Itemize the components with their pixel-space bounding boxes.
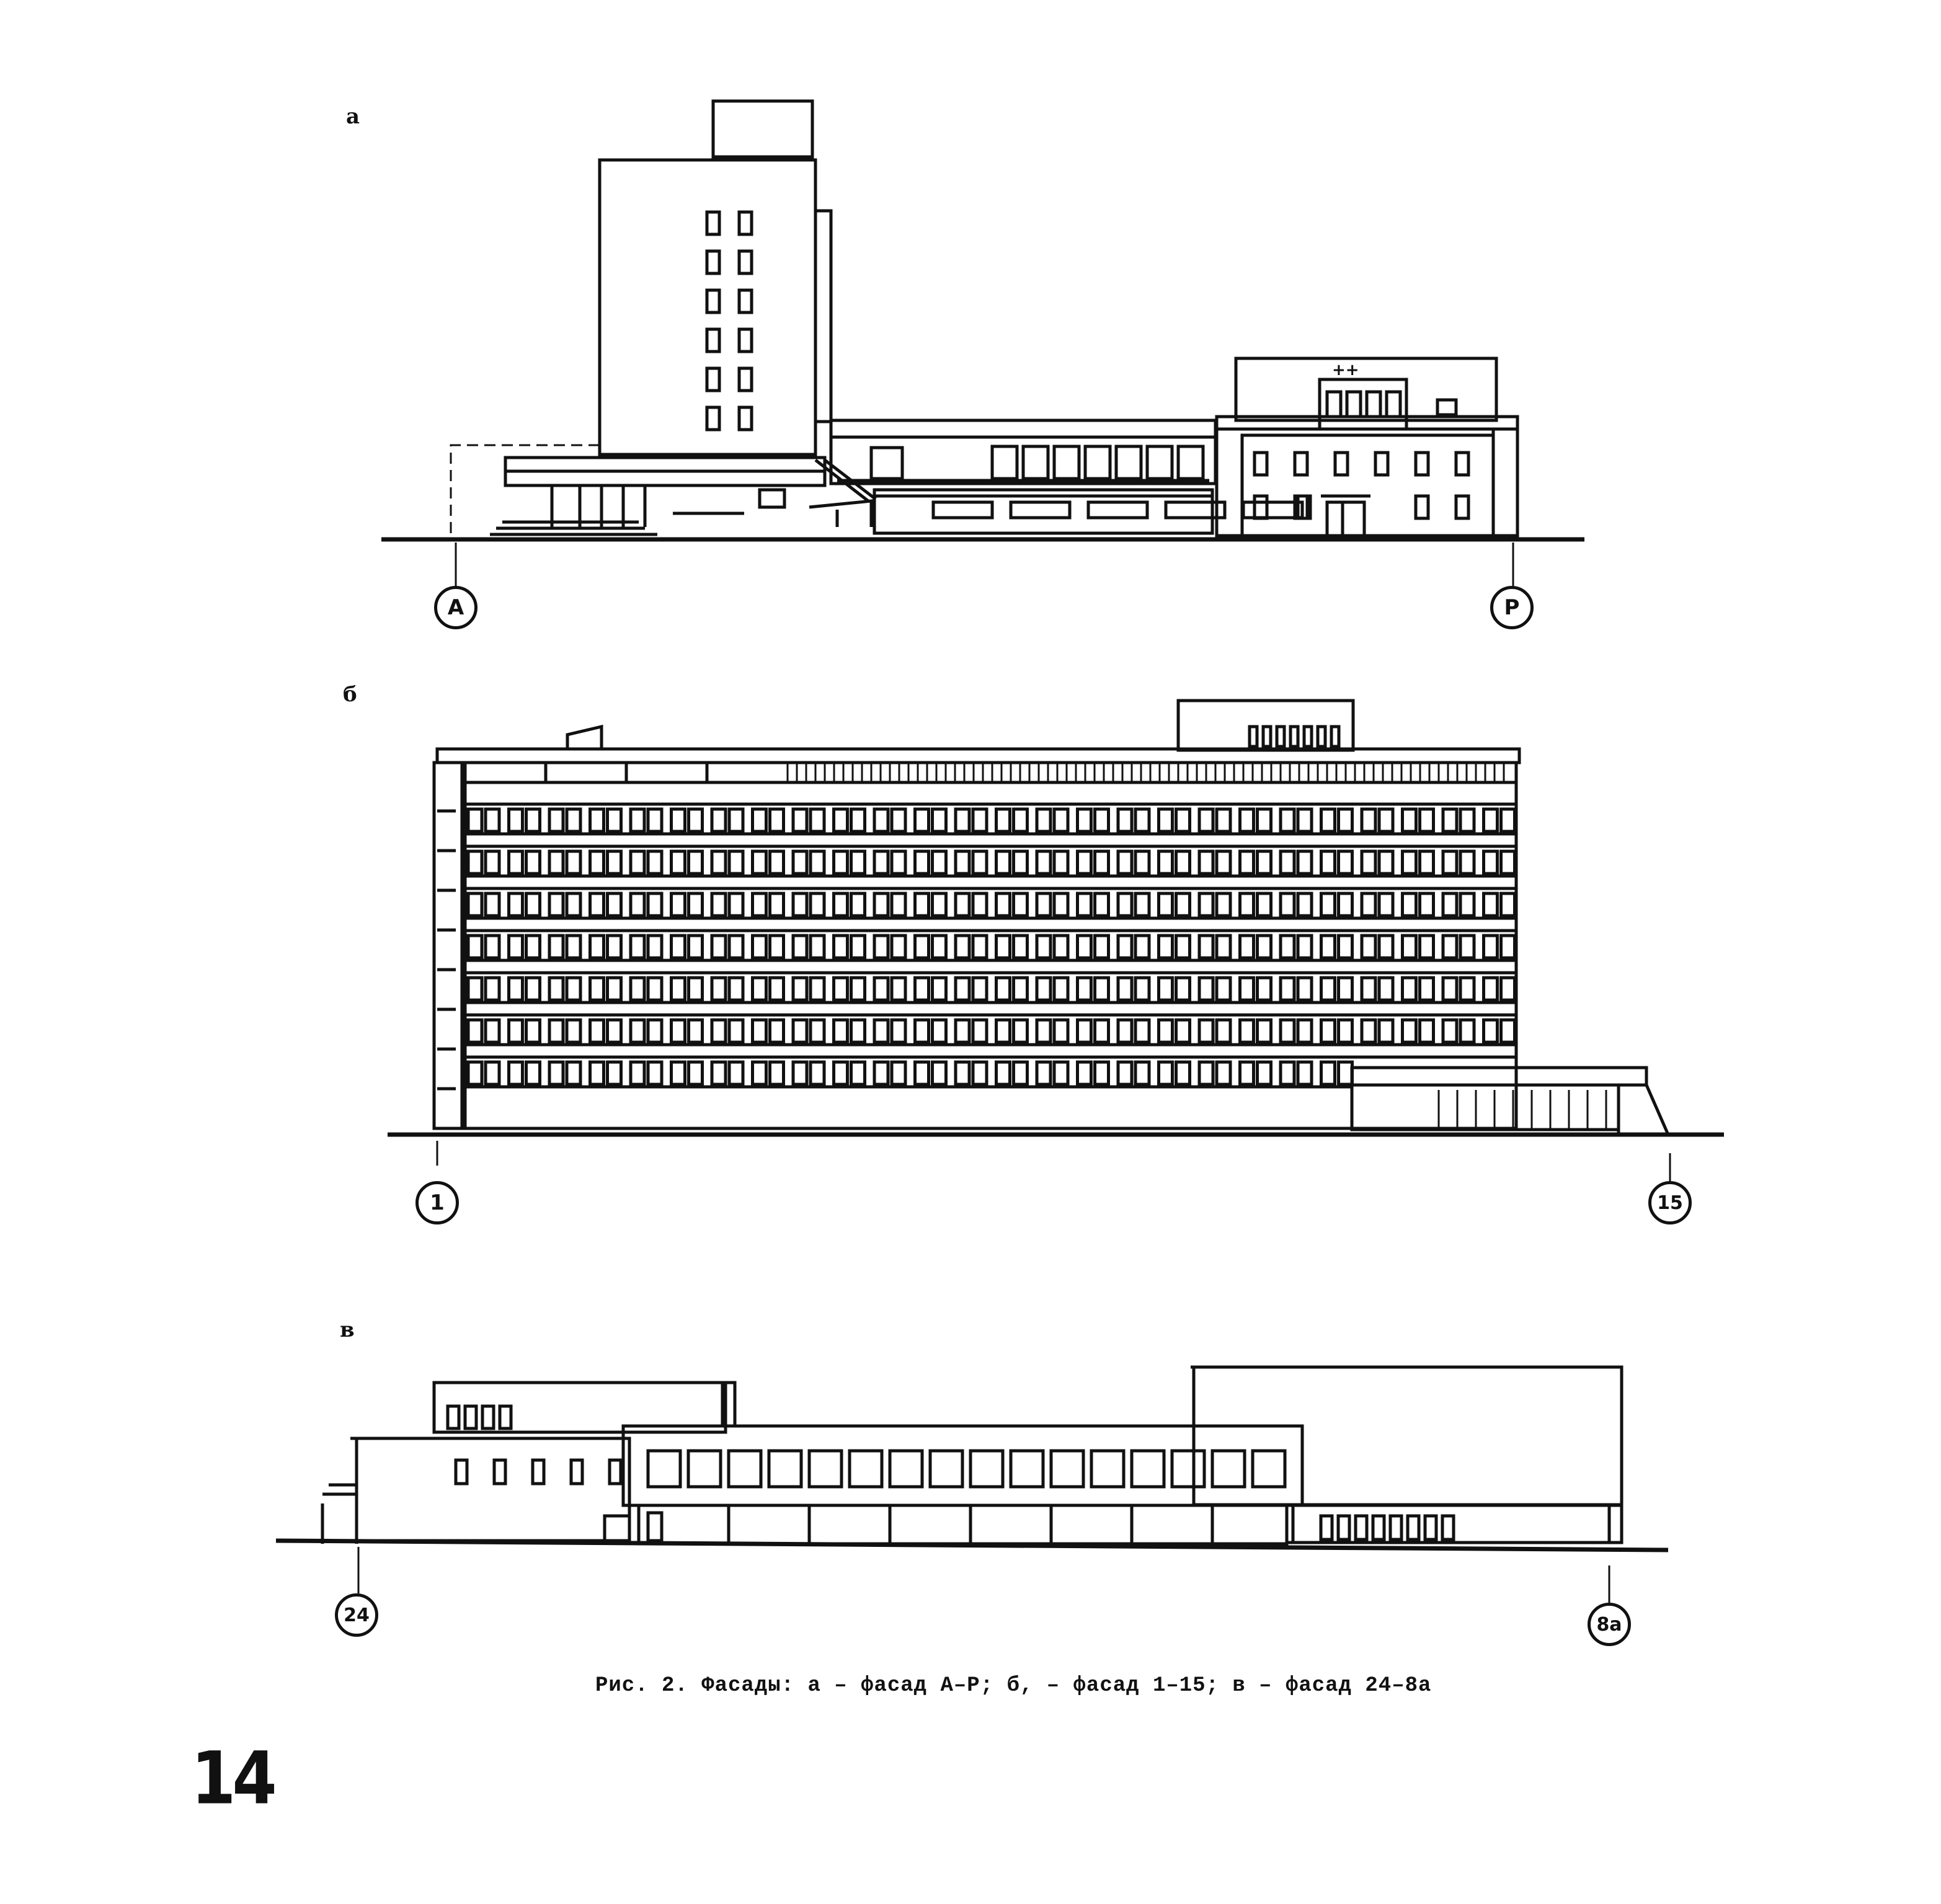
central-windows	[869, 445, 1205, 480]
center-windows	[646, 1449, 1287, 1489]
axis-marker-b-right: 15	[1648, 1181, 1692, 1224]
parapet	[435, 747, 1521, 764]
left-upper-block	[432, 1381, 727, 1434]
figure-caption: Рис. 2. Фасады: а – фасад А–Р; б, – фаса…	[595, 1674, 1432, 1698]
axis-marker-b-left: 1	[415, 1181, 459, 1224]
entrance-steps	[490, 520, 657, 536]
axis-marker-v-left: 24	[335, 1593, 378, 1637]
axis-marker-v-right: 8a	[1588, 1603, 1631, 1646]
axis-marker-a-left: A	[434, 586, 477, 629]
panel-label-b: б	[343, 682, 357, 707]
axis-marker-a-right: P	[1490, 586, 1534, 629]
right-block	[1192, 1365, 1623, 1507]
rooftop-block	[711, 99, 814, 159]
lobby-glazing	[550, 485, 786, 527]
right-building-windows	[1253, 451, 1470, 520]
svg-text:++: ++	[1332, 361, 1359, 379]
annex-roof	[1350, 1066, 1648, 1087]
annex	[1350, 1083, 1620, 1131]
facade-a: ++	[381, 99, 1584, 586]
left-block	[355, 1437, 631, 1543]
facade-v	[275, 1365, 1669, 1603]
floor-windows	[462, 802, 1516, 1089]
page-number: 14	[191, 1736, 277, 1821]
entrance-door	[1321, 494, 1370, 534]
panel-label-v: в	[340, 1317, 355, 1342]
panel-label-a: а	[346, 104, 360, 129]
facade-b	[388, 699, 1724, 1181]
tower-windows	[705, 210, 753, 432]
central-block-roof	[829, 418, 1217, 439]
right-building-upper	[1234, 356, 1498, 422]
